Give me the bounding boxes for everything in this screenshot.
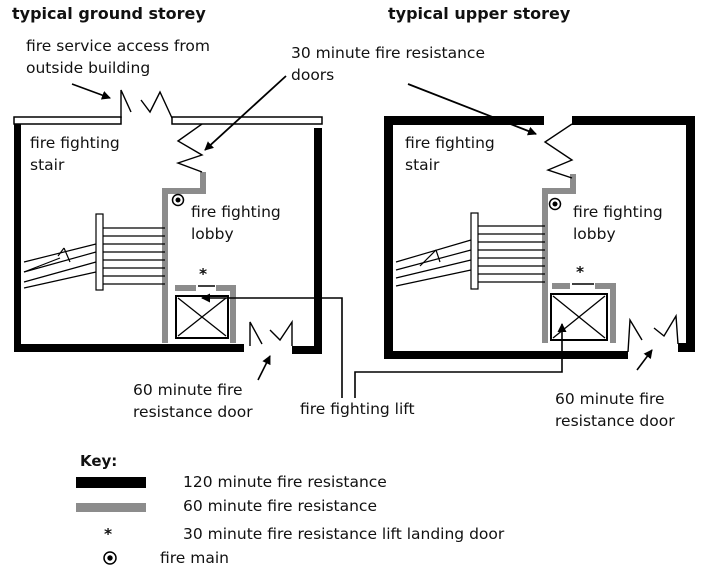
ground-60min-door-arrow — [257, 355, 271, 381]
doors-30-label-2: doors — [291, 66, 335, 84]
ground-access-door — [120, 89, 173, 119]
key-legend — [76, 477, 146, 565]
ground-30min-door-arrow — [204, 75, 287, 151]
ground-lift-cross-2 — [177, 297, 227, 337]
upper-lift-landing-mark: * — [576, 263, 585, 281]
ground-access-arrow — [71, 83, 111, 100]
upper-storey-plan — [384, 83, 695, 371]
ground-lift-leader — [201, 293, 343, 398]
upper-30min-door-arrow — [407, 83, 537, 136]
upper-right-wall — [686, 116, 695, 352]
key-label-120min: 120 minute fire resistance — [183, 473, 387, 491]
key-title: Key: — [80, 452, 118, 470]
ground-stair-label-2: stair — [30, 156, 65, 174]
upper-bottom-wall-right — [678, 343, 695, 352]
ground-right-wall — [314, 128, 322, 354]
upper-stair-label-2: stair — [405, 156, 440, 174]
ground-door-60-label-2: resistance door — [133, 403, 253, 421]
upper-storey-title: typical upper storey — [388, 4, 571, 23]
ground-top-wall-left — [13, 116, 122, 125]
ground-stair — [23, 213, 165, 291]
ground-left-wall — [14, 124, 21, 352]
upper-top-wall-left — [384, 116, 544, 125]
key-label-fire-main: fire main — [160, 549, 229, 567]
ground-60min-door — [249, 319, 293, 346]
upper-bottom-wall-left — [384, 351, 628, 359]
upper-lobby-label-1: fire fighting — [573, 203, 663, 221]
ground-lobby-label-2: lobby — [191, 225, 234, 243]
ground-bottom-wall-left — [14, 344, 244, 352]
ground-storey-plan — [13, 75, 323, 381]
upper-lobby-wall — [542, 174, 576, 343]
upper-stair-label-1: fire fighting — [405, 134, 495, 152]
ground-fire-main-dot — [175, 197, 181, 203]
upper-60min-door-arrow — [636, 349, 653, 371]
key-fire-main-dot — [107, 555, 113, 561]
upper-lift-leader — [354, 323, 567, 398]
ground-lobby-wall — [162, 172, 206, 343]
fire-service-access-label-1: fire service access from — [26, 37, 210, 55]
upper-door-60-label-2: resistance door — [555, 412, 675, 430]
ground-bottom-wall-right — [292, 346, 322, 354]
fire-fighting-lift-label: fire fighting lift — [300, 400, 415, 418]
upper-30min-door — [543, 123, 574, 179]
upper-60min-door — [627, 313, 679, 353]
lift-leader-lines — [201, 293, 567, 398]
upper-door-60-label-1: 60 minute fire — [555, 390, 665, 408]
ground-stair-label-1: fire fighting — [30, 134, 120, 152]
ground-30min-door — [175, 123, 204, 173]
key-symbol-60min — [76, 503, 146, 512]
doors-30-label-1: 30 minute fire resistance — [291, 44, 485, 62]
ground-lift-landing-mark: * — [199, 265, 208, 283]
upper-left-wall — [384, 116, 393, 359]
ground-top-wall-right — [171, 116, 323, 125]
key-symbol-120min — [76, 477, 146, 488]
upper-lobby-label-2: lobby — [573, 225, 616, 243]
upper-fire-main-dot — [552, 201, 558, 207]
ground-door-60-label-1: 60 minute fire — [133, 381, 243, 399]
fire-service-access-label-2: outside building — [26, 59, 151, 77]
key-label-60min: 60 minute fire resistance — [183, 497, 377, 515]
key-label-30min-landing: 30 minute fire resistance lift landing d… — [183, 525, 505, 543]
upper-stair — [395, 212, 545, 290]
ground-lobby-label-1: fire fighting — [191, 203, 281, 221]
upper-top-wall-right — [572, 116, 695, 125]
ground-lift-shaft-wall — [216, 285, 236, 343]
key-asterisk-glyph: * — [104, 525, 113, 543]
ground-storey-title: typical ground storey — [12, 4, 206, 23]
upper-lift-shaft-wall — [595, 283, 616, 343]
